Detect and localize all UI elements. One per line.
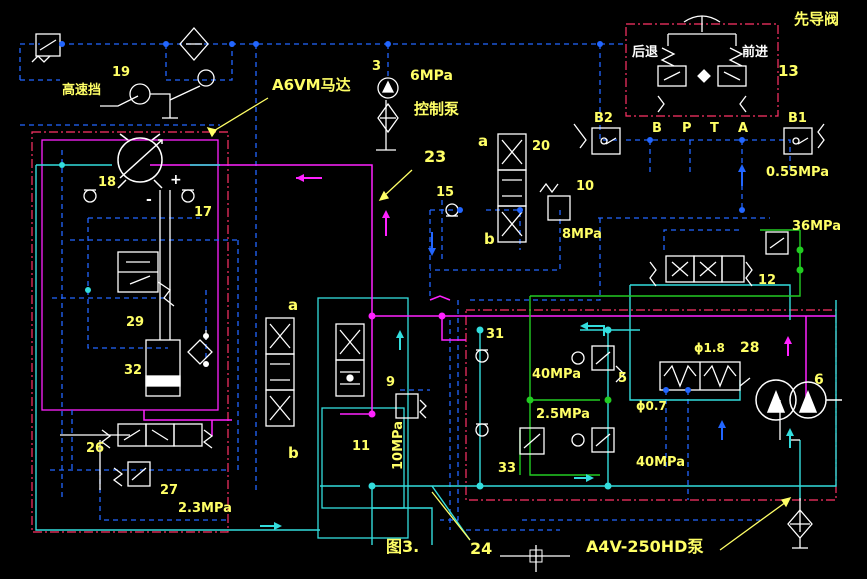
main-pump-6 bbox=[755, 379, 842, 421]
valve-9 bbox=[395, 393, 427, 419]
label-055mpa: 0.55MPa bbox=[766, 165, 829, 180]
label-A: A bbox=[738, 121, 748, 136]
label-b-mid: b bbox=[484, 230, 495, 248]
pilot-valve-13 bbox=[657, 15, 747, 113]
label-29: 29 bbox=[126, 315, 144, 330]
label-high-speed: 高速挡 bbox=[62, 82, 101, 98]
label-33: 33 bbox=[498, 461, 516, 476]
valve-12 bbox=[649, 255, 753, 287]
check-valve-31 bbox=[475, 349, 489, 437]
label-24: 24 bbox=[470, 539, 492, 558]
label-10: 10 bbox=[576, 179, 594, 194]
valve-20 bbox=[497, 133, 527, 243]
label-15: 15 bbox=[436, 185, 454, 200]
accumulator-19 bbox=[129, 83, 178, 119]
label-control-pump-pressure: 6MPa bbox=[410, 68, 453, 84]
label-forward: 前进 bbox=[742, 44, 768, 60]
relief-33 bbox=[519, 427, 615, 455]
cad-crosshair bbox=[529, 549, 543, 563]
label-27: 27 bbox=[160, 483, 178, 498]
label-40mpa-a: 40MPa bbox=[532, 367, 581, 382]
label-31: 31 bbox=[486, 327, 504, 342]
label-8mpa: 8MPa bbox=[562, 227, 602, 242]
label-11: 11 bbox=[352, 439, 370, 454]
junction-dots bbox=[59, 41, 804, 490]
motor-boundary bbox=[31, 131, 229, 533]
label-a-left: a bbox=[288, 296, 298, 314]
relief-36mpa bbox=[765, 231, 789, 255]
label-pilot-valve: 先导阀 bbox=[794, 10, 839, 28]
label-phi18: ϕ1.8 bbox=[694, 341, 725, 355]
leader-lines bbox=[206, 97, 792, 551]
label-32: 32 bbox=[124, 363, 142, 378]
filter-top bbox=[179, 27, 215, 87]
top-left-valve bbox=[31, 33, 61, 63]
label-26: 26 bbox=[86, 441, 104, 456]
control-pump-3 bbox=[377, 77, 399, 134]
valve-26 bbox=[100, 423, 214, 449]
sensor-B1 bbox=[783, 123, 825, 155]
label-10mpa: 10MPa bbox=[391, 421, 406, 470]
cylinder-32 bbox=[145, 330, 213, 397]
servo-28 bbox=[659, 361, 751, 391]
label-23mpa: 2.3MPa bbox=[178, 501, 232, 516]
variable-motor-symbol bbox=[117, 133, 163, 189]
label-plus: + bbox=[170, 172, 182, 188]
label-6: 6 bbox=[814, 372, 824, 388]
label-13: 13 bbox=[778, 62, 799, 80]
flow-arrows bbox=[260, 164, 794, 530]
label-b-left: b bbox=[288, 444, 299, 462]
label-17: 17 bbox=[194, 205, 212, 220]
label-minus: - bbox=[146, 192, 152, 208]
label-backward: 后退 bbox=[632, 44, 658, 60]
pilot-valve-boundary bbox=[625, 23, 779, 117]
main-magenta-lines bbox=[143, 164, 836, 436]
green-lines bbox=[519, 229, 801, 476]
label-12: 12 bbox=[758, 273, 776, 288]
valve-27 bbox=[112, 461, 151, 487]
valve-a-left bbox=[265, 317, 295, 427]
pilot-lines bbox=[19, 43, 791, 531]
valve-29 bbox=[117, 251, 175, 307]
label-B2: B2 bbox=[594, 111, 613, 126]
valve-10 bbox=[539, 182, 571, 221]
label-9: 9 bbox=[386, 375, 395, 390]
label-40mpa-b: 40MPa bbox=[636, 455, 685, 470]
label-B1: B1 bbox=[788, 111, 807, 126]
label-P: P bbox=[682, 121, 692, 136]
relief-5 bbox=[571, 345, 625, 383]
label-T: T bbox=[710, 121, 719, 136]
sensor-B2 bbox=[573, 123, 621, 155]
label-motor: A6VM马达 bbox=[272, 76, 351, 94]
label-B: B bbox=[652, 121, 662, 136]
label-25mpa: 2.5MPa bbox=[536, 407, 590, 422]
label-20: 20 bbox=[532, 139, 550, 154]
valve-11 bbox=[335, 323, 365, 397]
label-36mpa: 36MPa bbox=[792, 219, 841, 234]
check-valves-motor bbox=[83, 189, 195, 203]
label-18: 18 bbox=[98, 175, 116, 190]
label-28: 28 bbox=[740, 340, 759, 356]
label-a-top: a bbox=[478, 132, 488, 150]
label-phi07: ϕ0.7 bbox=[636, 399, 667, 413]
label-19: 19 bbox=[112, 65, 130, 80]
valve-block-boundary bbox=[317, 297, 409, 539]
filter-bottom bbox=[787, 509, 813, 549]
schematic-labels: 先导阀 后退 前进 13 19 高速挡 A6VM马达 3 6MPa 控制泵 23… bbox=[62, 10, 841, 558]
label-3: 3 bbox=[372, 59, 381, 74]
cyan-lines bbox=[35, 164, 837, 545]
label-23: 23 bbox=[424, 147, 446, 166]
label-pump: A4V-250HD泵 bbox=[586, 537, 703, 556]
figure-caption: 图3. bbox=[386, 537, 419, 556]
label-5: 5 bbox=[618, 371, 627, 386]
label-control-pump: 控制泵 bbox=[414, 100, 459, 118]
